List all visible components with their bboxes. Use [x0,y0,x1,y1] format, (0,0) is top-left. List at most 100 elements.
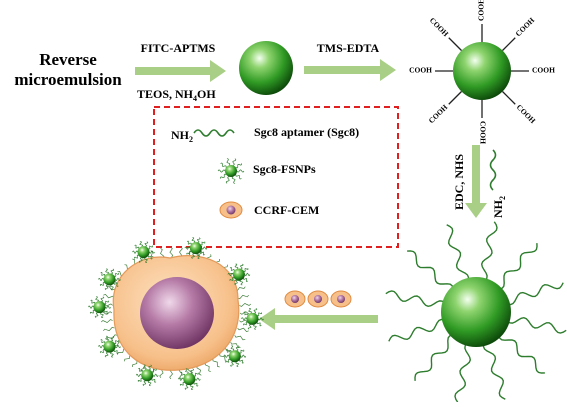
cooh-nanoparticle-core [453,42,511,100]
cell-surface-strand [160,248,165,259]
cell-surface-strand [219,353,228,362]
aptamer-strand [230,345,235,351]
mini-nanoparticle [93,301,106,314]
aptamer-strand [240,354,247,358]
aptamer-strand [497,331,545,374]
aptamer-strand [132,250,138,254]
aptamer-strand [100,271,106,276]
aptamer-strand [115,277,121,281]
aptamer-strand [94,312,99,318]
aptamer-strand [100,349,105,354]
arrow-step4 [259,308,378,330]
sgc8-fsnp-strands [385,221,567,403]
aptamer-strand [104,284,109,291]
legend-nh2-label: NH2 [171,128,193,144]
aptamer-strand [180,371,185,376]
aptamer-strand [235,361,240,368]
cell-surface-strand [169,246,174,258]
aptamer-strand [247,324,252,330]
aptamer-strand [229,267,235,271]
cell-surface-strand [237,294,249,300]
aptamer-strand [235,174,242,180]
aptamer-strand [482,340,506,400]
aptamer-strand [446,224,470,284]
mini-nanoparticle [183,373,196,386]
aptamer-strand [407,250,455,293]
aptamer-strand [184,384,189,390]
aptamer-strand [147,380,152,387]
aptamer-strand [114,340,119,345]
mini-nanoparticle [103,273,116,286]
legend-aptamer-icon [193,129,235,137]
aptamer-strand [100,339,106,344]
aptamer-strand [178,377,184,381]
aptamer-strand [95,296,99,302]
legend-fsnp-icon [217,158,245,184]
aptamer-strand [186,250,192,255]
aptamer-strand [148,245,153,250]
aptamer-strand [110,284,114,291]
step1-reagent-top: FITC-APTMS [141,41,216,55]
aptamer-strand [256,322,262,327]
sgc8-fsnp-particle [441,277,511,347]
cell-surface-strand [106,334,118,340]
cooh-label: COOH [532,66,555,75]
aptamer-strand [104,300,109,305]
aptamer-strand [225,358,231,363]
aptamer-strand [148,364,152,370]
aptamer-strand [142,380,147,387]
cooh-label: COOH [409,66,432,75]
cell-surface-strand [204,362,211,373]
aptamer-strand [220,162,227,168]
aptamer-strand [234,263,239,269]
aptamer-strand [151,378,157,383]
cell-nucleus-icon [337,295,345,303]
aptamer-strand [104,351,109,358]
mini-nanoparticle [228,350,241,363]
aptamer-strand [227,272,234,277]
cooh-label: COOH [427,103,450,126]
aptamer-strand [138,257,143,263]
aptamer-strand [184,246,191,250]
start-label-line1: Reverse [39,50,97,69]
cell-surface-strand [234,335,246,341]
cooh-label: COOH [428,16,451,39]
legend-cell-label: CCRF-CEM [254,203,319,217]
legend-aptamer-label: Sgc8 aptamer (Sgc8) [254,125,359,139]
aptamer-strand [100,281,105,286]
aptamer-strand [235,163,242,169]
aptamer-strand [98,277,104,282]
cooh-label: COOH [477,0,486,21]
aptamer-strand [232,158,237,166]
aptamer-strand [243,321,248,326]
aptamer-strand [103,310,109,315]
aptamer-strand [137,377,143,382]
aptamer-strand [253,324,257,330]
aptamer-strand [149,250,155,254]
aptamer-strand [480,221,498,284]
aptamer-strand [504,316,567,334]
aptamer-strand [248,308,252,314]
legend-cell-nucleus-icon [226,205,236,215]
cell-nucleus-icon [291,295,299,303]
aptamer-strand [191,253,195,259]
aptamer-strand [414,333,457,381]
mini-nanoparticle [137,246,150,259]
cooh-label: COOH [515,103,538,126]
aptamer-strand [144,257,148,263]
aptamer-strand [134,244,140,249]
aptamer-strand [105,335,109,342]
aptamer-strand [193,382,199,387]
aptamer-strand [98,345,104,349]
aptamer-strand [239,279,244,286]
cell-surface-strand [239,302,252,307]
aptamer-strand [223,354,230,358]
aptamer-strand [110,335,115,342]
cooh-bond [502,37,516,51]
aptamer-strand [147,255,153,260]
aptamer-strand [253,308,258,314]
aptamer-strand [195,377,201,381]
aptamer-strand [115,344,121,349]
aptamer-strand [241,317,247,321]
